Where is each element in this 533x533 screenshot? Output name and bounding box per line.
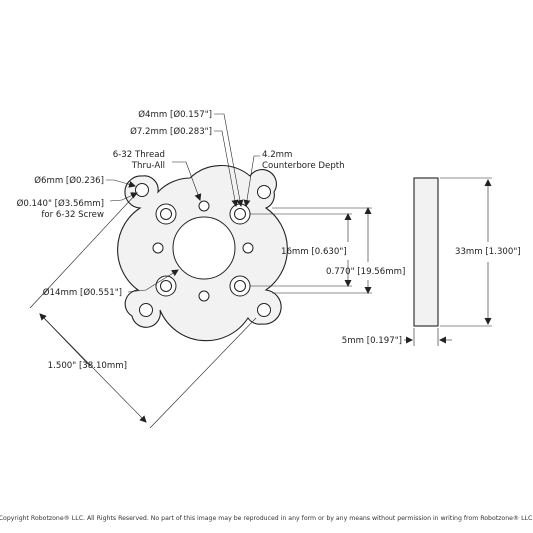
- hub-side-view: [404, 177, 492, 346]
- label-33mm: 33mm [1.300"]: [455, 247, 521, 257]
- corner-hole-tl: [135, 183, 149, 197]
- corner-hole-tr: [257, 185, 271, 199]
- leader-lines: [106, 113, 260, 293]
- bolt-circle-dimension: [29, 193, 257, 429]
- label-hole-4mm: Ø4mm [Ø0.157"]: [138, 109, 212, 120]
- label-hole-7-2mm: Ø7.2mm [Ø0.283"]: [130, 126, 212, 137]
- counterbore-hole-br: [229, 275, 251, 297]
- label-counterbore-line2: Counterbore Depth: [262, 161, 345, 171]
- label-thread-line2: Thru-All: [131, 161, 165, 171]
- side-profile: [413, 177, 439, 327]
- vertical-dimensions: [250, 207, 372, 294]
- counterbore-hole-tr: [229, 203, 251, 225]
- label-hole-6mm: Ø6mm [Ø0.236]: [34, 175, 104, 186]
- small-hole-left: [152, 242, 164, 254]
- label-screw-line2: for 6-32 Screw: [41, 210, 104, 220]
- center-bore: [172, 216, 236, 280]
- label-counterbore-line1: 4.2mm: [262, 150, 292, 160]
- counterbore-hole-bl: [155, 275, 177, 297]
- label-0770: 0.770" [19.56mm]: [326, 267, 405, 277]
- small-hole-right: [242, 242, 254, 254]
- label-5mm: 5mm [0.197"]: [342, 336, 402, 346]
- corner-hole-bl: [139, 303, 153, 317]
- hub-front-view: [117, 164, 288, 342]
- label-screw-line1: Ø0.140" [Ø3.56mm]: [17, 198, 104, 209]
- label-thread-line1: 6-32 Thread: [113, 150, 165, 160]
- copyright-notice: Copyright Robotzone® LLC. All Rights Res…: [0, 514, 533, 522]
- small-hole-top: [198, 200, 210, 212]
- label-bore-14mm: Ø14mm [Ø0.551"]: [43, 287, 122, 298]
- counterbore-hole-tl: [155, 203, 177, 225]
- label-1500: 1.500" [38.10mm]: [48, 361, 127, 371]
- small-hole-bottom: [198, 290, 210, 302]
- label-16mm: 16mm [0.630"]: [281, 247, 347, 257]
- corner-hole-br: [257, 303, 271, 317]
